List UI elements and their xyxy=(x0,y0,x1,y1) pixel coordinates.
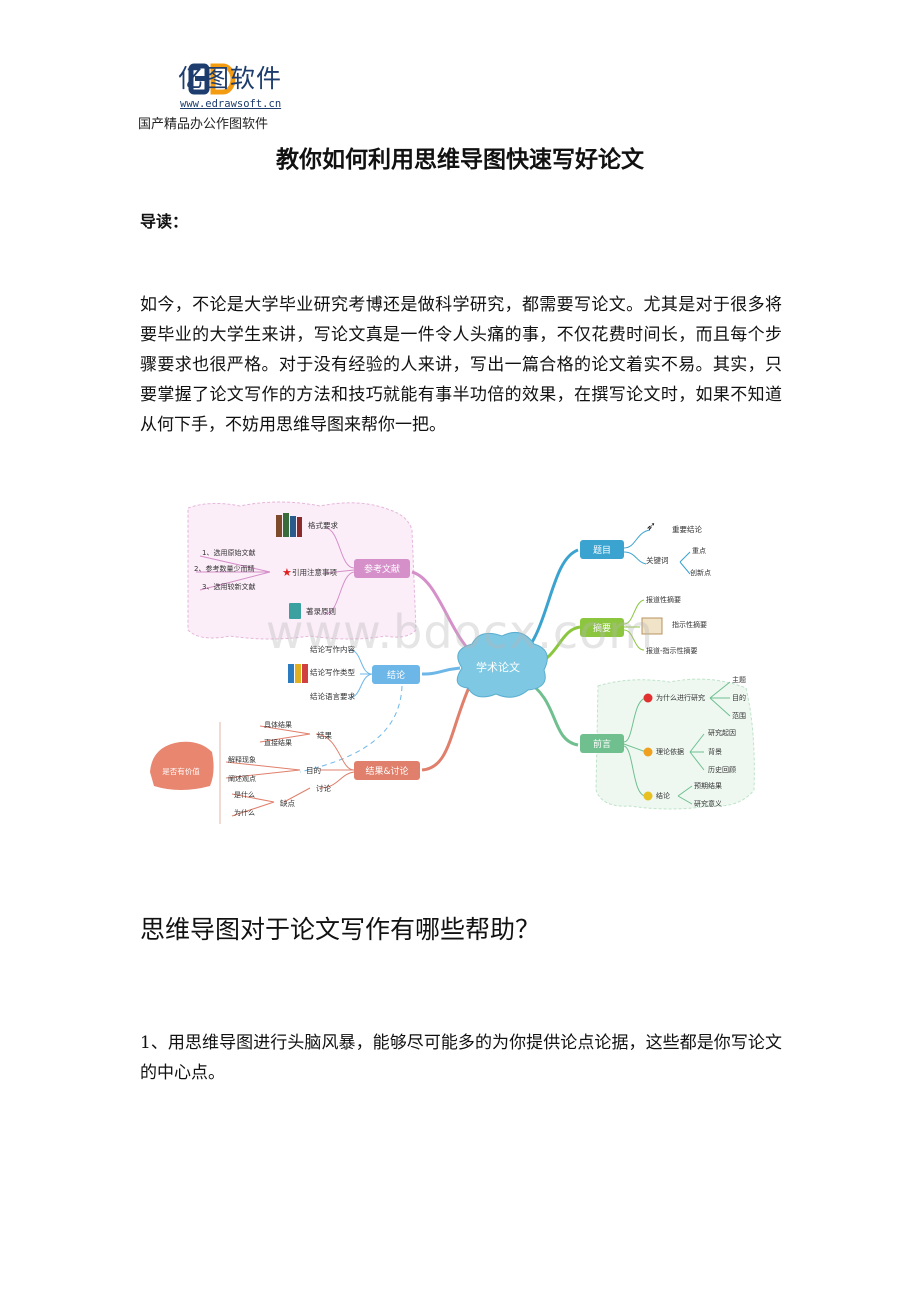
mindmap-label: 研究起因 xyxy=(708,728,736,737)
conclusion-node xyxy=(372,665,420,684)
mindmap-label: 3、选用较新文献 xyxy=(202,582,255,591)
intro-paragraph: 如今，不论是大学毕业研究考博还是做科学研究，都需要写论文。尤其是对于很多将要毕业… xyxy=(140,295,782,435)
mindmap-label: 摘要 xyxy=(593,622,611,634)
mindmap-diagram: 学术论文 参考文献 格式要求 ★ 引用注意事项 1、选用原始文献 2、参考数量少… xyxy=(150,501,755,824)
mindmap-label: 前言 xyxy=(593,738,611,750)
mindmap-label: 主题 xyxy=(732,675,746,684)
mindmap-label: 结论语言要求 xyxy=(310,691,355,701)
mindmap-label: 是否有价值 xyxy=(162,766,200,776)
mindmap-label: 报道-指示性摘要 xyxy=(646,646,698,655)
star-icon: ★ xyxy=(282,566,292,579)
mindmap-label: 重要结论 xyxy=(672,524,702,534)
point-1-paragraph: 1、用思维导图进行头脑风暴，能够尽可能多的为你提供论点论据，这些都是你写论文的中… xyxy=(140,1033,782,1083)
ref-background xyxy=(187,501,417,640)
mindmap-label: 结论写作类型 xyxy=(310,667,355,677)
mindmap-label: 1、选用原始文献 xyxy=(202,548,255,557)
mindmap-label: 格式要求 xyxy=(308,520,338,530)
mindmap-label: 报道性摘要 xyxy=(646,595,681,604)
mindmap-label: 著录原则 xyxy=(306,606,336,616)
number-3-icon xyxy=(643,791,653,801)
mindmap-label: 目的 xyxy=(732,693,746,702)
intro-label: 导读： xyxy=(140,212,189,231)
mindmap-label: 结论 xyxy=(656,791,670,800)
number-2-icon xyxy=(643,747,653,757)
section-heading: 思维导图对于论文写作有哪些帮助？ xyxy=(140,915,541,944)
mindmap-label: 重点 xyxy=(692,547,706,555)
mindmap-label: 阐述观点 xyxy=(228,774,256,783)
mindmap-label: 是什么 xyxy=(234,790,255,799)
open-book-icon xyxy=(641,617,663,635)
brand-name: 亿图软件 xyxy=(178,64,283,93)
center-label: 学术论文 xyxy=(476,660,520,674)
mindmap-label: 为什么进行研究 xyxy=(656,693,705,702)
binders-icon xyxy=(288,664,308,683)
mindmap-label: 讨论 xyxy=(316,783,331,793)
mindmap-label: 历史回顾 xyxy=(708,765,736,774)
mindmap-label: 结论写作内容 xyxy=(310,644,355,654)
mindmap-label: 背景 xyxy=(708,747,722,756)
mindmap-label: 题目 xyxy=(593,545,611,556)
mindmap-label: 参考文献 xyxy=(364,563,400,575)
mindmap-label: 结果&讨论 xyxy=(365,765,408,777)
results-node xyxy=(354,761,420,780)
mindmap-label: 缺点 xyxy=(280,798,295,808)
mindmap-label: 研究意义 xyxy=(694,799,722,808)
mindmap-label: 创新点 xyxy=(690,568,711,577)
mindmap-label: 结论 xyxy=(387,669,405,681)
watermark: www.bdocx.com xyxy=(265,605,655,659)
page-title: 教你如何利用思维导图快速写好论文 xyxy=(276,147,644,173)
mindmap-label: 结果 xyxy=(317,730,332,740)
topic-node xyxy=(580,540,624,559)
abstract-node xyxy=(580,618,624,637)
mindmap-label: 范围 xyxy=(732,711,746,720)
brand-tagline: 国产精品办公作图软件 xyxy=(138,117,269,132)
center-node xyxy=(456,631,548,698)
mindmap-label: 解释现象 xyxy=(228,755,256,764)
mindmap-label: 为什么 xyxy=(234,808,255,817)
mindmap-label: 直接结果 xyxy=(264,738,292,747)
mindmap-label: 目的 xyxy=(306,765,321,775)
ref-node xyxy=(354,559,410,578)
books-icon xyxy=(276,513,302,537)
book-icon xyxy=(289,603,301,619)
preface-node xyxy=(580,734,624,753)
mindmap-label: 2、参考数量少而精 xyxy=(194,564,254,573)
brand-url[interactable]: www.edrawsoft.cn xyxy=(180,98,282,110)
mindmap-label: 指示性摘要 xyxy=(672,620,707,629)
mindmap-label: 引用注意事项 xyxy=(292,567,337,577)
mindmap-label: 具体结果 xyxy=(264,720,292,729)
value-node xyxy=(150,741,214,790)
number-1-icon xyxy=(643,693,653,703)
mindmap-label: 预期结果 xyxy=(694,781,722,790)
mindmap-label: 关键词 xyxy=(646,555,669,565)
dart-icon: ➶ xyxy=(646,519,656,533)
edraw-logo-mark xyxy=(188,63,236,95)
mindmap-label: 理论依据 xyxy=(656,747,684,756)
